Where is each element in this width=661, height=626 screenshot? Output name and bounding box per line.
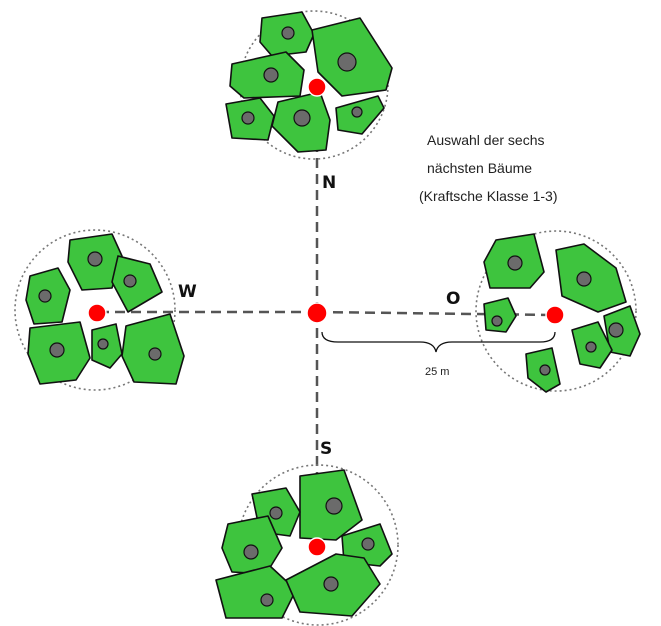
south-tree-group [215,464,399,626]
tree-trunk [87,251,103,267]
tree-trunk [361,537,375,551]
annotation-line-3: (Kraftsche Klasse 1-3) [419,188,558,204]
distance-brace [321,331,556,353]
north-sample-point [307,77,327,97]
tree-trunk [608,322,624,338]
east-sample-point [545,305,565,325]
tree-trunk [351,106,363,118]
tree-trunk [323,576,339,592]
tree-trunk [97,338,109,350]
east-transect [316,310,556,317]
tree-trunk [491,315,503,327]
annotation-line-2: nächsten Bäume [427,160,532,176]
west-sample-point [87,303,107,323]
tree-crown [111,255,163,313]
tree-trunk [123,274,137,288]
north-tree-group [225,10,393,160]
tree-trunk [243,544,259,560]
tree-trunk [269,506,283,520]
direction-label-west: W [178,282,197,302]
direction-label-east: O [446,289,460,309]
direction-label-south: S [320,439,332,459]
tree-trunk [293,109,311,127]
east-plot-circle [475,230,637,392]
tree-trunk [585,341,597,353]
west-plot-circle [14,229,176,391]
distance-label: 25 m [425,366,449,378]
tree-trunk [260,593,274,607]
tree-crown [215,565,297,619]
tree-trunk [38,289,52,303]
south-sample-point [307,537,327,557]
tree-crown [483,297,517,333]
tree-trunk [241,111,255,125]
west-tree-group [14,229,185,391]
tree-trunk [263,67,279,83]
tree-trunk [281,26,295,40]
center-sample-point [306,302,328,324]
east-tree-group [475,230,641,393]
tree-trunk [337,52,357,72]
tree-trunk [148,347,162,361]
annotation-line-1: Auswahl der sechs [427,132,545,148]
tree-trunk [325,497,343,515]
direction-label-north: N [322,173,336,193]
tree-trunk [507,255,523,271]
selection-annotation: Auswahl der sechs nächsten Bäume (Krafts… [419,132,558,204]
tree-trunk [576,271,592,287]
tree-trunk [539,364,551,376]
tree-trunk [49,342,65,358]
